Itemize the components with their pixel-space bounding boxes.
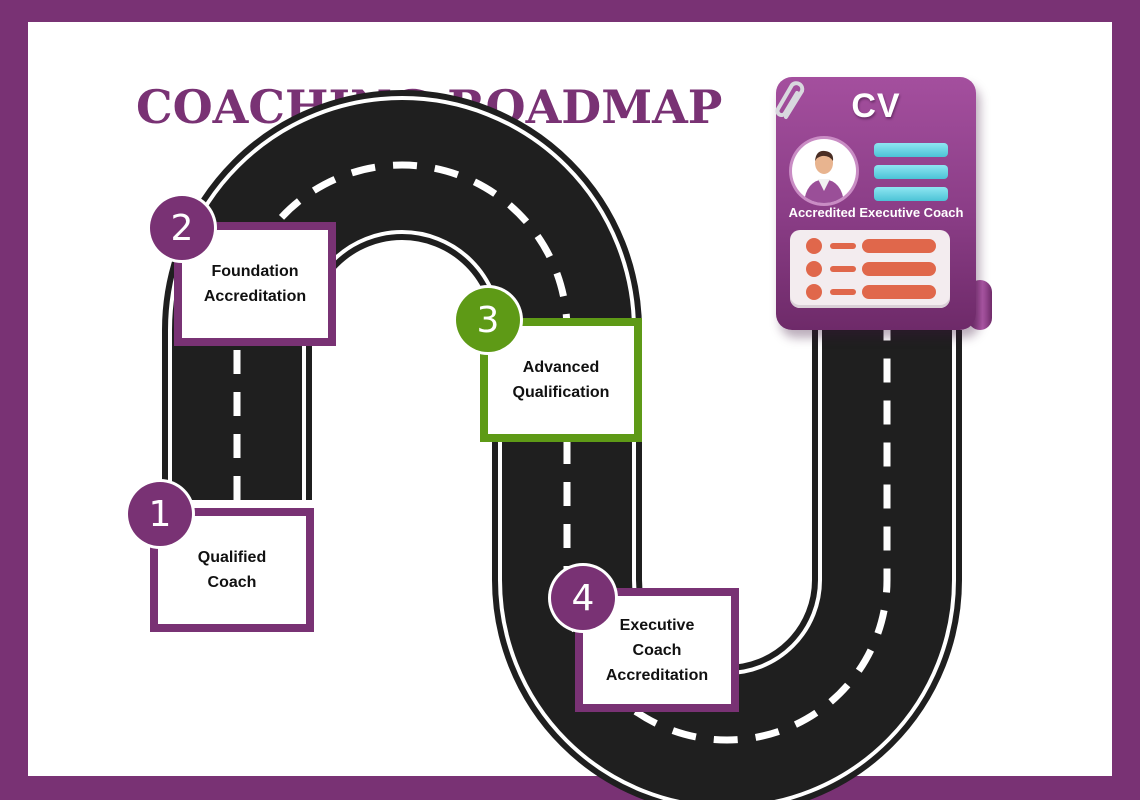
cv-text-line <box>874 165 948 179</box>
person-avatar-icon <box>792 139 856 203</box>
list-bar <box>862 239 936 253</box>
paperclip-icon <box>775 81 805 119</box>
list-bullet <box>806 261 822 277</box>
cv-subtitle: Accredited Executive Coach <box>788 205 964 220</box>
list-bullet <box>806 284 822 300</box>
cv-title: CV <box>851 87 901 125</box>
list-dash <box>830 289 856 295</box>
step-4-number: 4 <box>551 566 615 630</box>
cv-card: CV Accredited Executive Coach <box>775 77 976 330</box>
cv-list-panel <box>790 230 950 308</box>
step-3-label: Advanced Qualification <box>512 359 610 401</box>
step-3-number: 3 <box>456 288 520 352</box>
step-1-number: 1 <box>128 482 192 546</box>
cv-text-line <box>874 187 948 201</box>
list-bullet <box>806 238 822 254</box>
list-bar <box>862 285 936 299</box>
list-dash <box>830 243 856 249</box>
step-1-label: Qualified Coach <box>197 549 267 591</box>
step-4-label: Executive Coach Accreditation <box>605 616 709 684</box>
step-2-number: 2 <box>150 196 214 260</box>
cv-text-line <box>874 143 948 157</box>
list-dash <box>830 266 856 272</box>
list-bar <box>862 262 936 276</box>
step-2-label: Foundation Accreditation <box>203 263 307 305</box>
